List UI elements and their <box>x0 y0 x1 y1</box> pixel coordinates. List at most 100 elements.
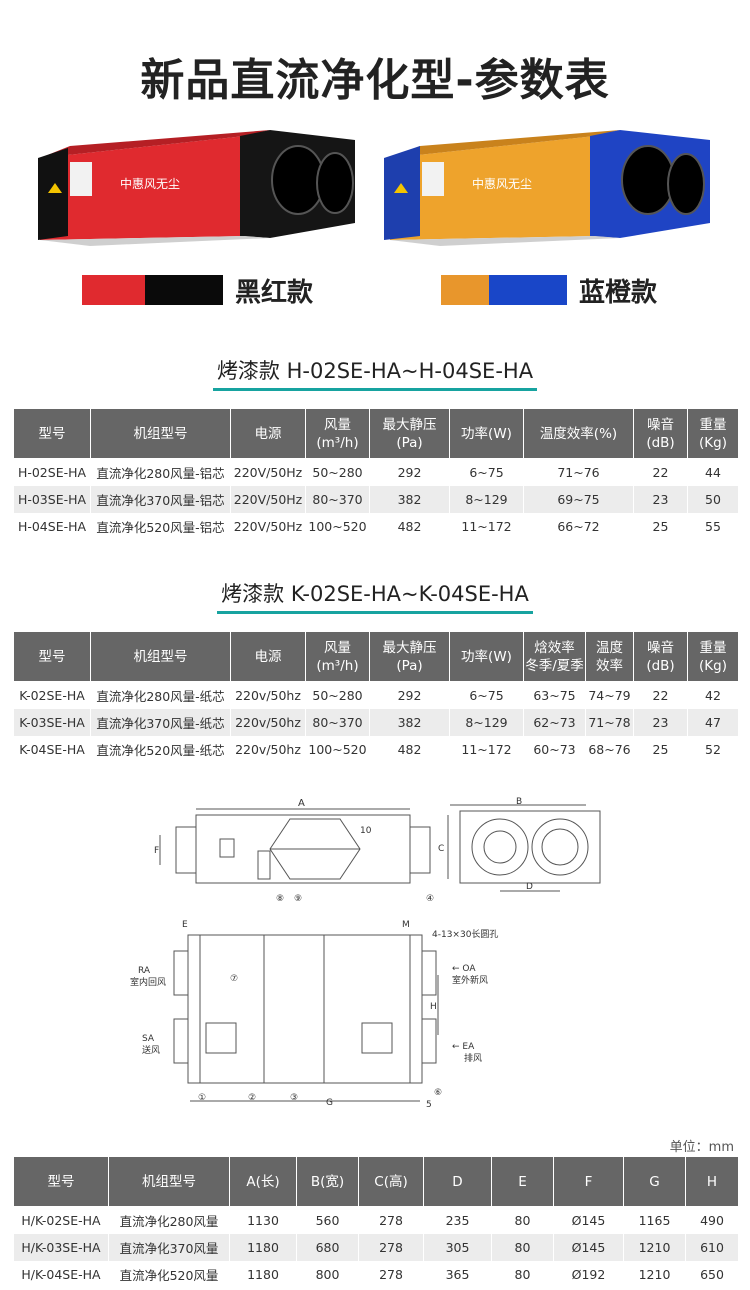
table-cell: 292 <box>369 458 450 486</box>
table-cell: 25 <box>633 735 688 763</box>
table-cell: 直流净化370风量-铝芯 <box>90 485 231 513</box>
dim-label-e: E <box>182 920 188 930</box>
table-cell: 8~129 <box>449 708 524 736</box>
dim-label-a: A <box>298 798 305 809</box>
table-cell: 100~520 <box>305 512 370 540</box>
table-cell: 62~73 <box>523 708 586 736</box>
brand-logo-blue: 中惠风无尘 <box>472 176 532 191</box>
table-cell: 305 <box>423 1233 492 1261</box>
table-cell: 1210 <box>623 1260 686 1288</box>
table-cell: H/K-03SE-HA <box>13 1233 109 1261</box>
section-title-k-text: 烤漆款 K-02SE-HA~K-04SE-HA <box>217 578 533 614</box>
table-cell: 365 <box>423 1260 492 1288</box>
table-cell: 80~370 <box>305 708 370 736</box>
table-cell: 55 <box>687 512 739 540</box>
column-header: 噪音 (dB) <box>633 631 688 682</box>
label-sa: SA <box>142 1034 155 1044</box>
callout-7: ⑦ <box>230 974 238 984</box>
label-oa: ← OA <box>452 964 476 974</box>
table-cell: 63~75 <box>523 681 586 709</box>
table-cell: 6~75 <box>449 458 524 486</box>
table-cell: H/K-04SE-HA <box>13 1260 109 1288</box>
table-cell: 278 <box>358 1233 424 1261</box>
table-cell: 68~76 <box>585 735 634 763</box>
table-cell: 直流净化280风量-铝芯 <box>90 458 231 486</box>
table-cell: Ø145 <box>553 1206 624 1234</box>
table-cell: 74~79 <box>585 681 634 709</box>
table-cell: 220v/50hz <box>230 735 306 763</box>
swatch-black <box>145 275 223 305</box>
column-header: 风量 (m³/h) <box>305 408 370 459</box>
column-header: 电源 <box>230 408 306 459</box>
table-cell: 1165 <box>623 1206 686 1234</box>
label-sa-cn: 送风 <box>142 1044 160 1056</box>
column-header: H <box>685 1156 739 1207</box>
table-cell: 71~78 <box>585 708 634 736</box>
table-cell: 80 <box>491 1206 554 1234</box>
table-cell: 8~129 <box>449 485 524 513</box>
column-header: F <box>553 1156 624 1207</box>
column-header: 温度效率(%) <box>523 408 634 459</box>
color-name-blue: 蓝橙款 <box>579 277 658 308</box>
table-cell: 50~280 <box>305 681 370 709</box>
spec-table-h: 型号机组型号电源风量 (m³/h)最大静压 (Pa)功率(W)温度效率(%)噪音… <box>13 408 739 540</box>
table-cell: 482 <box>369 735 450 763</box>
column-header: A(长) <box>229 1156 297 1207</box>
column-header: 型号 <box>13 1156 109 1207</box>
label-ea-cn: 排风 <box>464 1052 482 1064</box>
column-header: 重量 (Kg) <box>687 408 739 459</box>
label-ea: ← EA <box>452 1042 475 1052</box>
table-cell: K-02SE-HA <box>13 681 91 709</box>
table-cell: 800 <box>296 1260 359 1288</box>
table-cell: Ø192 <box>553 1260 624 1288</box>
callout-10: 10 <box>360 826 372 836</box>
table-cell: 23 <box>633 485 688 513</box>
table-cell: 直流净化520风量 <box>108 1260 230 1288</box>
table-cell: 直流净化280风量 <box>108 1206 230 1234</box>
table-cell: 直流净化370风量 <box>108 1233 230 1261</box>
column-header: 焓效率 冬季/夏季 <box>523 631 586 682</box>
table-cell: 23 <box>633 708 688 736</box>
table-cell: 11~172 <box>449 735 524 763</box>
table-cell: 382 <box>369 708 450 736</box>
section-title-h-text: 烤漆款 H-02SE-HA~H-04SE-HA <box>212 355 538 391</box>
product-image-blue: 中惠风无尘 <box>380 118 720 248</box>
swatch-blue <box>489 275 567 305</box>
table-cell: H-04SE-HA <box>13 512 91 540</box>
table-cell: 69~75 <box>523 485 634 513</box>
dim-label-g: G <box>326 1098 333 1108</box>
color-legend-red: 黑红款 <box>82 275 313 308</box>
table-cell: 直流净化280风量-纸芯 <box>90 681 231 709</box>
column-header: 机组型号 <box>108 1156 230 1207</box>
column-header: 机组型号 <box>90 408 231 459</box>
table-cell: 1130 <box>229 1206 297 1234</box>
callout-4: ④ <box>426 894 434 904</box>
table-cell: 278 <box>358 1260 424 1288</box>
color-name-red: 黑红款 <box>235 277 314 308</box>
table-cell: 560 <box>296 1206 359 1234</box>
table-cell: 60~73 <box>523 735 586 763</box>
table-cell: 71~76 <box>523 458 634 486</box>
table-cell: H/K-02SE-HA <box>13 1206 109 1234</box>
callout-5: 5 <box>426 1100 432 1110</box>
callout-1: ① <box>198 1093 206 1103</box>
table-cell: 1210 <box>623 1233 686 1261</box>
product-image-red: 中惠风无尘 <box>30 118 360 248</box>
table-cell: 220v/50hz <box>230 681 306 709</box>
label-ra: RA <box>138 966 151 976</box>
table-cell: H-03SE-HA <box>13 485 91 513</box>
table-cell: 100~520 <box>305 735 370 763</box>
dim-label-d: D <box>526 882 533 892</box>
table-cell: 6~75 <box>449 681 524 709</box>
spec-table-k: 型号机组型号电源风量 (m³/h)最大静压 (Pa)功率(W)焓效率 冬季/夏季… <box>13 631 739 763</box>
table-cell: 278 <box>358 1206 424 1234</box>
label-oa-cn: 室外新风 <box>452 974 488 986</box>
table-cell: 25 <box>633 512 688 540</box>
label-ra-cn: 室内回风 <box>130 976 166 988</box>
